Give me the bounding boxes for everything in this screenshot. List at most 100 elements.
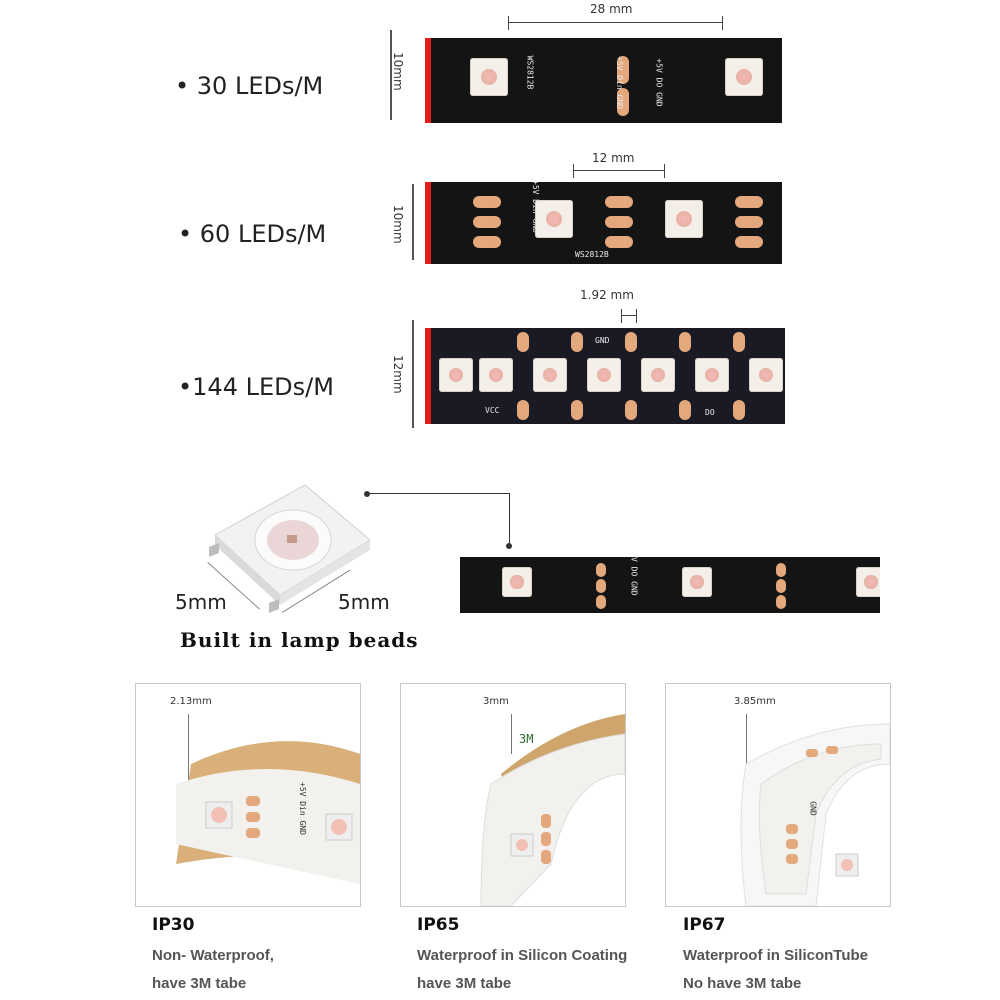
spacing-label-30: 28 mm: [590, 2, 633, 16]
ip30-silk: +5V Din GND: [297, 782, 307, 835]
led-chip: [695, 358, 729, 392]
protection-card-ip65: 3mm 3M: [400, 683, 626, 907]
led-chip: [856, 567, 880, 597]
solder-pad: [473, 236, 501, 248]
led-chip: [439, 358, 473, 392]
pointer-dot: [506, 543, 512, 549]
pointer-dot: [364, 491, 370, 497]
solder-pad: [517, 400, 529, 420]
strip-edge-marker: [425, 328, 431, 424]
pad-silk-label: +5V DO GND: [629, 557, 639, 596]
solder-pad: [679, 400, 691, 420]
thickness-label: 2.13mm: [170, 696, 212, 707]
pad-silk-label: +5V Din GND: [614, 56, 624, 109]
pad-silk-label: DO: [705, 408, 715, 417]
solder-pad: [571, 400, 583, 420]
protection-card-ip67: 3.85mm GND: [665, 683, 891, 907]
led-chip: [749, 358, 783, 392]
solder-pad: [605, 236, 633, 248]
chip-label: WS2812B: [575, 250, 609, 259]
led-chip: [725, 58, 763, 96]
ip30-desc-line1: Non- Waterproof,: [152, 947, 274, 964]
spacing-tick-right: [636, 309, 637, 323]
led-chip: [502, 567, 532, 597]
led-chip: [682, 567, 712, 597]
led-chip: [587, 358, 621, 392]
solder-pad: [473, 196, 501, 208]
led-strip-30: WS2812B +5V Din GND +5V DO GND: [425, 38, 782, 123]
solder-pad: [733, 400, 745, 420]
spacing-tick-right: [664, 164, 665, 178]
thickness-indicator: [188, 714, 189, 794]
led-strip-closeup: +5V DO GND: [460, 557, 880, 613]
pointer-line: [509, 493, 510, 545]
spacing-tick-left: [573, 164, 574, 178]
chip-label: WS2812B: [525, 55, 535, 90]
spacing-label-144: 1.92 mm: [580, 288, 634, 302]
spacing-tick-left: [508, 16, 509, 30]
ip30-title: IP30: [152, 915, 195, 935]
solder-pad: [617, 56, 629, 84]
solder-pad: [571, 332, 583, 352]
solder-pad: [679, 332, 691, 352]
ip67-silk: GND: [808, 801, 818, 816]
spacing-dimension-line: [621, 315, 637, 316]
thickness-label: 3mm: [483, 696, 509, 707]
led-chip: [533, 358, 567, 392]
solder-pad: [617, 88, 629, 116]
led-strip-60: +5V Din GND WS2812B: [425, 182, 782, 264]
pointer-line: [368, 493, 510, 494]
led-chip: [470, 58, 508, 96]
bead-caption: Built in lamp beads: [180, 628, 419, 652]
width-dimension-line: [390, 30, 392, 120]
thickness-label: 3.85mm: [734, 696, 776, 707]
solder-pad: [776, 579, 786, 593]
strip-edge-marker: [425, 38, 431, 123]
spacing-dimension-line: [508, 22, 723, 23]
solder-pad: [517, 332, 529, 352]
density-label-60: • 60 LEDs/M: [178, 220, 327, 248]
pad-silk-label: GND: [595, 336, 610, 345]
solder-pad: [735, 236, 763, 248]
ip65-silk: 3M: [519, 732, 534, 746]
solder-pad: [776, 595, 786, 609]
protection-card-ip30: 2.13mm +5V Din GND: [135, 683, 361, 907]
solder-pad: [596, 595, 606, 609]
density-label-144: •144 LEDs/M: [178, 373, 334, 401]
spacing-dimension-line: [573, 170, 665, 171]
ip67-desc-line1: Waterproof in SiliconTube: [683, 947, 868, 964]
ip67-title: IP67: [683, 915, 726, 935]
bead-dimension-right: 5mm: [338, 590, 390, 614]
solder-pad: [473, 216, 501, 228]
spacing-tick-left: [621, 309, 622, 323]
ip65-title: IP65: [417, 915, 460, 935]
ip67-desc-line2: No have 3M tabe: [683, 975, 802, 992]
solder-pad: [735, 196, 763, 208]
solder-pad: [625, 400, 637, 420]
width-dimension-line: [412, 320, 414, 428]
solder-pad: [735, 216, 763, 228]
ip67-strip-photo: [740, 723, 890, 906]
width-dimension-line: [412, 184, 414, 260]
solder-pad: [596, 579, 606, 593]
thickness-indicator: [746, 714, 747, 774]
solder-pad: [605, 216, 633, 228]
ip30-desc-line2: have 3M tabe: [152, 975, 247, 992]
pad-silk-label: VCC: [485, 406, 500, 415]
ip65-strip-photo: [480, 714, 625, 906]
pad-silk-label: +5V DO GND: [654, 58, 664, 107]
width-label-144: 12mm: [391, 355, 405, 394]
led-strip-144: VCC GND DO: [425, 328, 785, 424]
width-label-60: 10mm: [391, 205, 405, 244]
solder-pad: [776, 563, 786, 577]
solder-pad: [596, 563, 606, 577]
led-chip: [479, 358, 513, 392]
solder-pad: [605, 196, 633, 208]
solder-pad: [625, 332, 637, 352]
strip-edge-marker: [425, 182, 431, 264]
led-chip: [665, 200, 703, 238]
led-chip: [641, 358, 675, 392]
bead-dimension-left: 5mm: [175, 590, 227, 614]
density-label-30: • 30 LEDs/M: [175, 72, 324, 100]
solder-pad: [733, 332, 745, 352]
